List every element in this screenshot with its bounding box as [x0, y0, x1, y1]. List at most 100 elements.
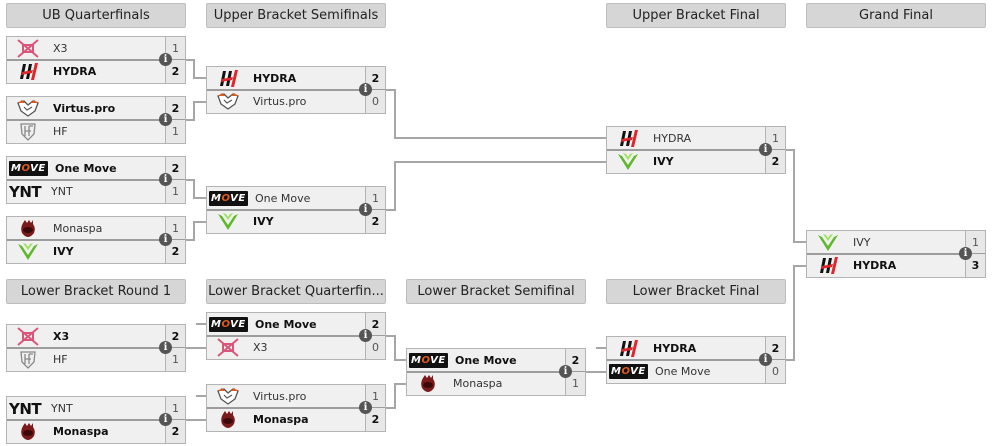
virtuspro-logo	[211, 92, 245, 111]
team-score: 1	[165, 348, 185, 371]
match-divider	[7, 419, 185, 421]
team-row-virtus-pro[interactable]: Virtus.pro 1	[207, 385, 385, 408]
team-row-ynt[interactable]: YNT YNT 1	[7, 180, 185, 203]
team-name: X3	[53, 42, 68, 55]
team-score: 2	[365, 408, 385, 431]
match-info-icon[interactable]: i	[159, 341, 172, 354]
onemove-logo: MOVE	[9, 161, 48, 176]
match-ubq3: MOVE One Move 2 YNT YNT 1 i	[6, 156, 186, 204]
team-score: 2	[765, 150, 785, 173]
team-row-monaspa[interactable]: Monaspa 1	[407, 372, 585, 395]
round-header-ub-semifinals: Upper Bracket Semifinals	[206, 3, 386, 28]
team-row-one-move[interactable]: MOVE One Move 2	[7, 157, 185, 180]
team-row-hf[interactable]: HF 1	[7, 348, 185, 371]
round-header-grand-final: Grand Final	[806, 3, 986, 28]
team-name: HYDRA	[53, 65, 97, 78]
team-row-hydra[interactable]: HYDRA 2	[7, 60, 185, 83]
hydra-logo	[11, 62, 45, 81]
team-name: One Move	[55, 162, 117, 175]
team-score: 2	[165, 240, 185, 263]
team-row-ivy[interactable]: IVY 2	[7, 240, 185, 263]
team-row-one-move[interactable]: MOVE One Move 1	[207, 187, 385, 210]
team-name: Virtus.pro	[253, 390, 307, 403]
x3-logo	[11, 327, 45, 346]
team-name: Monaspa	[53, 222, 103, 235]
team-score: 2	[365, 210, 385, 233]
match-divider	[607, 149, 785, 151]
team-name: Monaspa	[253, 413, 309, 426]
team-row-x3[interactable]: X3 2	[7, 325, 185, 348]
team-row-ivy[interactable]: IVY 1	[807, 231, 985, 254]
team-name: Virtus.pro	[253, 95, 307, 108]
match-info-icon[interactable]: i	[159, 173, 172, 186]
team-name: HYDRA	[253, 72, 297, 85]
team-row-one-move[interactable]: MOVE One Move 2	[207, 313, 385, 336]
match-ubf: HYDRA 1 IVY 2 i	[606, 126, 786, 174]
round-header-lb-round1: Lower Bracket Round 1	[6, 279, 186, 304]
match-divider	[7, 179, 185, 181]
team-row-one-move[interactable]: MOVE One Move 0	[607, 360, 785, 383]
team-score: 0	[365, 90, 385, 113]
team-name: IVY	[253, 215, 274, 228]
team-row-hydra[interactable]: HYDRA 2	[207, 67, 385, 90]
match-info-icon[interactable]: i	[159, 413, 172, 426]
match-info-icon[interactable]: i	[959, 247, 972, 260]
monaspa-logo	[11, 219, 45, 238]
team-name: One Move	[455, 354, 517, 367]
match-ubq2: Virtus.pro 2 HF 1 i	[6, 96, 186, 144]
team-row-monaspa[interactable]: Monaspa 2	[7, 420, 185, 443]
match-divider	[7, 119, 185, 121]
round-header-lb-quarterfinals: Lower Bracket Quarterfin...	[206, 279, 386, 304]
match-info-icon[interactable]: i	[359, 83, 372, 96]
match-info-icon[interactable]: i	[359, 401, 372, 414]
team-row-monaspa[interactable]: Monaspa 2	[207, 408, 385, 431]
match-info-icon[interactable]: i	[159, 113, 172, 126]
match-ubs1: HYDRA 2 Virtus.pro 0 i	[206, 66, 386, 114]
match-info-icon[interactable]: i	[359, 203, 372, 216]
team-row-hydra[interactable]: HYDRA 2	[607, 337, 785, 360]
team-row-virtus-pro[interactable]: Virtus.pro 0	[207, 90, 385, 113]
team-row-monaspa[interactable]: Monaspa 1	[7, 217, 185, 240]
match-info-icon[interactable]: i	[359, 329, 372, 342]
match-ubq1: X3 1 HYDRA 2 i	[6, 36, 186, 84]
team-row-ynt[interactable]: YNT YNT 1	[7, 397, 185, 420]
team-row-hydra[interactable]: HYDRA 3	[807, 254, 985, 277]
team-row-x3[interactable]: X3 0	[207, 336, 385, 359]
team-row-one-move[interactable]: MOVE One Move 2	[407, 349, 585, 372]
match-info-icon[interactable]: i	[159, 233, 172, 246]
monaspa-logo	[411, 374, 445, 393]
team-name: HF	[53, 125, 68, 138]
match-lbqf2: Virtus.pro 1 Monaspa 2 i	[206, 384, 386, 432]
match-info-icon[interactable]: i	[759, 353, 772, 366]
hf-logo	[11, 122, 45, 141]
ynt-logo: YNT	[9, 182, 42, 201]
match-info-icon[interactable]: i	[759, 143, 772, 156]
ivy-logo	[11, 242, 45, 261]
connector-ubs1-ubf	[366, 89, 607, 139]
match-info-icon[interactable]: i	[159, 53, 172, 66]
team-row-hf[interactable]: HF 1	[7, 120, 185, 143]
team-row-ivy[interactable]: IVY 2	[607, 150, 785, 173]
hf-logo	[11, 350, 45, 369]
team-row-ivy[interactable]: IVY 2	[207, 210, 385, 233]
ivy-logo	[611, 152, 645, 171]
hydra-logo	[211, 69, 245, 88]
team-score: 1	[565, 372, 585, 395]
match-gf: IVY 1 HYDRA 3 i	[806, 230, 986, 278]
team-name: HYDRA	[853, 259, 897, 272]
match-divider	[207, 89, 385, 91]
match-divider	[607, 359, 785, 361]
hydra-logo	[811, 256, 845, 275]
ivy-logo	[211, 212, 245, 231]
round-header-lb-final: Lower Bracket Final	[606, 279, 786, 304]
match-lbr1a: X3 2 HF 1 i	[6, 324, 186, 372]
match-info-icon[interactable]: i	[559, 365, 572, 378]
match-divider	[7, 59, 185, 61]
round-header-ub-final: Upper Bracket Final	[606, 3, 786, 28]
team-row-x3[interactable]: X3 1	[7, 37, 185, 60]
x3-logo	[11, 39, 45, 58]
virtuspro-logo	[211, 387, 245, 406]
team-row-hydra[interactable]: HYDRA 1	[607, 127, 785, 150]
team-row-virtus-pro[interactable]: Virtus.pro 2	[7, 97, 185, 120]
team-name: Virtus.pro	[53, 102, 116, 115]
